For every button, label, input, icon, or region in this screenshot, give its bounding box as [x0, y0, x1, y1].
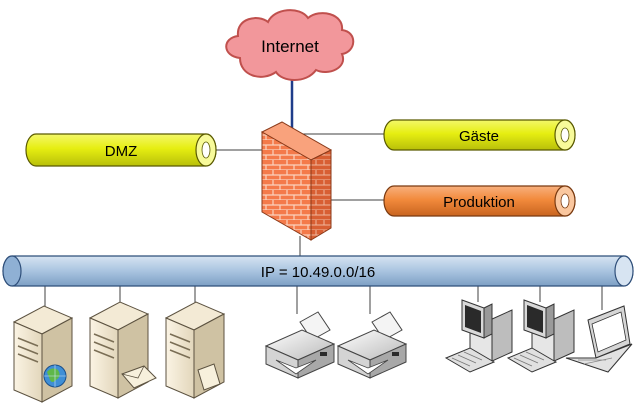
mail-server-icon: [88, 301, 157, 399]
segment-guests: Gäste: [383, 119, 576, 151]
backbone-ip: IP = 10.49.0.0/16: [2, 255, 634, 287]
printer-1-icon: [264, 311, 336, 379]
production-label: Produktion: [443, 194, 515, 211]
web-server-icon: [12, 305, 74, 403]
backbone-label: IP = 10.49.0.0/16: [261, 264, 375, 281]
dmz-label: DMZ: [105, 143, 138, 160]
printer-2-icon: [336, 311, 408, 379]
internet-cloud: Internet: [225, 9, 355, 81]
laptop-icon: [565, 305, 633, 373]
firewall-icon: [260, 121, 333, 241]
segment-dmz: DMZ: [25, 133, 217, 167]
connection-lines: [44, 78, 603, 314]
file-server-icon: [164, 301, 226, 399]
guests-label: Gäste: [459, 128, 499, 145]
internet-label: Internet: [261, 37, 319, 56]
segment-production: Produktion: [383, 185, 576, 217]
workstation-1-icon: [444, 299, 513, 373]
workstation-2-icon: [506, 299, 575, 373]
